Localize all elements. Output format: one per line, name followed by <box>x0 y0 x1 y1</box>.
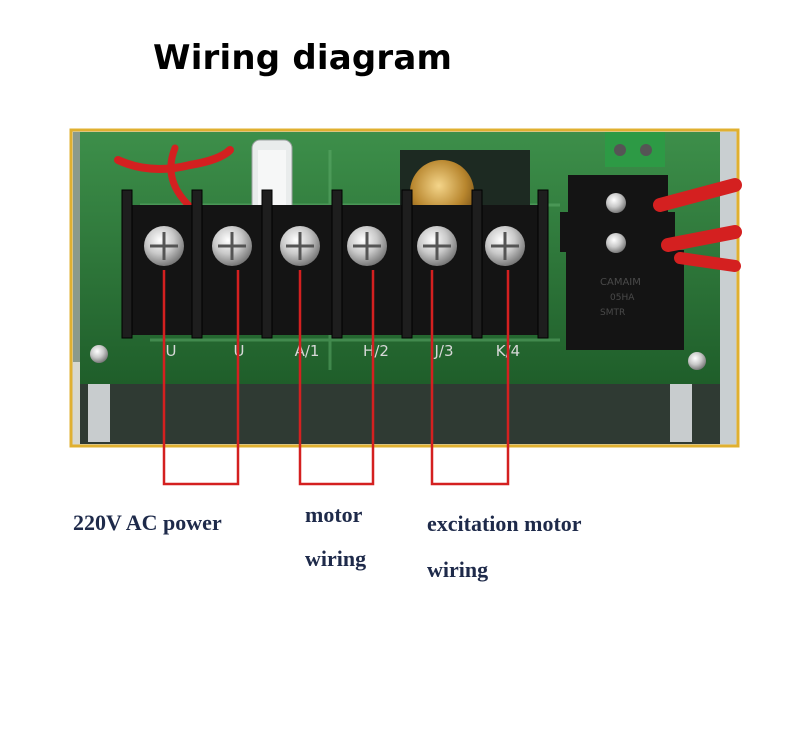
excitation-connector-line <box>430 270 510 486</box>
caption-power: 220V AC power <box>73 510 222 535</box>
standoff-left <box>88 384 110 442</box>
svg-text:05HA: 05HA <box>610 293 635 303</box>
page-title: Wiring diagram <box>153 38 453 78</box>
output-wire-3 <box>674 252 741 272</box>
terminal-label-j3: J/3 <box>433 342 453 360</box>
green-connector <box>605 132 665 167</box>
caption-motor-line1: motor <box>305 502 363 527</box>
power-connector-line <box>162 270 240 486</box>
terminal-screws <box>144 226 525 266</box>
input-wire-1 <box>114 146 234 173</box>
standoff-right <box>670 384 692 442</box>
caption-excitation-line2: wiring <box>427 557 489 582</box>
motor-connector-line <box>298 270 375 486</box>
mount-screw-left <box>90 345 108 363</box>
output-wire-2 <box>661 225 742 252</box>
terminal-label-u1: U <box>166 342 177 360</box>
svg-text:CAMAIM: CAMAIM <box>600 277 641 288</box>
board-underside <box>80 384 720 444</box>
right-terminal-block <box>566 250 684 350</box>
terminal-label-h2: H/2 <box>363 342 389 360</box>
svg-text:SMTR: SMTR <box>600 308 625 318</box>
mount-screw-right <box>688 352 706 370</box>
output-wire-1 <box>653 178 742 212</box>
terminal-label-a1: A/1 <box>295 342 320 360</box>
caption-motor-line2: wiring <box>305 546 367 571</box>
caption-excitation-line1: excitation motor <box>427 511 582 536</box>
